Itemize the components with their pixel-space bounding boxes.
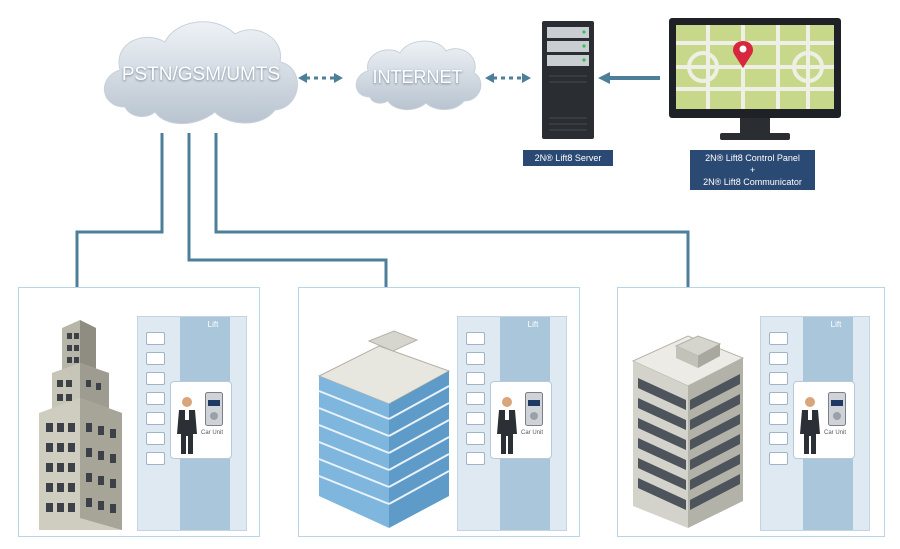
- car-unit-1: Car Unit: [170, 381, 232, 459]
- car-unit-device-icon: [205, 392, 223, 426]
- lift-shaft-2: Lift Car Unit: [457, 316, 567, 531]
- building-panel-1: Lift Car Unit: [18, 287, 260, 537]
- floor-button: [769, 372, 788, 385]
- floor-button: [466, 332, 485, 345]
- lift-title-2: Lift: [527, 320, 539, 329]
- internet-label: INTERNET: [372, 67, 463, 87]
- pstn-cloud: [103, 21, 298, 125]
- building-panel-3: Lift Car Unit: [617, 287, 885, 537]
- car-unit-device-icon: [525, 392, 543, 426]
- car-unit-device-icon: [828, 392, 846, 426]
- car-unit-label: Car Unit: [824, 430, 847, 436]
- floor-button: [466, 412, 485, 425]
- control-line3: 2N® Lift8 Communicator: [703, 177, 802, 187]
- pstn-label: PSTN/GSM/UMTS: [121, 64, 281, 85]
- floor-button: [146, 352, 165, 365]
- floor-button: [466, 452, 485, 465]
- server-tag: 2N® Lift8 Server: [523, 150, 613, 166]
- car-unit-label: Car Unit: [521, 430, 544, 436]
- tower-building-icon: [631, 335, 745, 528]
- lift-title-1: Lift: [207, 320, 219, 329]
- floor-button: [146, 452, 165, 465]
- lift-title-3: Lift: [830, 320, 842, 329]
- car-unit-label: Car Unit: [201, 430, 224, 436]
- control-tag: 2N® Lift8 Control Panel + 2N® Lift8 Comm…: [690, 150, 815, 190]
- lift-shaft-3: Lift Car Unit: [760, 316, 870, 531]
- floor-button: [769, 432, 788, 445]
- floor-button: [146, 332, 165, 345]
- office-building-icon: [317, 330, 451, 528]
- floor-button: [466, 372, 485, 385]
- person-icon: [177, 397, 197, 454]
- lift-shaft-1: Lift Car Unit: [137, 316, 247, 531]
- floor-button: [769, 392, 788, 405]
- server-icon: [542, 21, 594, 139]
- monitor-icon: [669, 18, 841, 140]
- floor-button: [466, 392, 485, 405]
- person-icon: [800, 397, 820, 454]
- floor-button: [769, 332, 788, 345]
- control-line1: 2N® Lift8 Control Panel: [705, 153, 800, 163]
- floor-button: [146, 392, 165, 405]
- floor-button: [769, 452, 788, 465]
- control-line2: +: [749, 165, 756, 175]
- car-unit-3: Car Unit: [793, 381, 855, 459]
- person-icon: [497, 397, 517, 454]
- floor-button: [769, 412, 788, 425]
- floor-button: [146, 432, 165, 445]
- floor-button: [146, 412, 165, 425]
- floor-button: [769, 352, 788, 365]
- floor-button: [466, 352, 485, 365]
- floor-button: [146, 372, 165, 385]
- car-unit-2: Car Unit: [490, 381, 552, 459]
- building-panel-2: Lift Car Unit: [298, 287, 580, 537]
- floor-button: [466, 432, 485, 445]
- skyscraper-icon: [39, 320, 122, 530]
- internet-cloud: [355, 40, 482, 110]
